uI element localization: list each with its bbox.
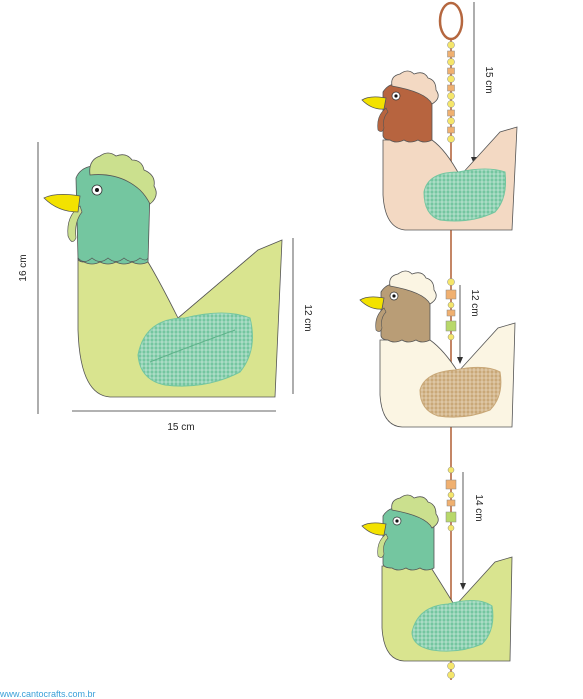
- hen-tan-icon: [359, 270, 516, 428]
- bead-string-middle: [445, 278, 457, 341]
- bead-string-top: [447, 41, 455, 143]
- footer-url: www.cantocrafts.com.br: [0, 689, 96, 699]
- hanging-ring-icon: [438, 1, 464, 41]
- mobile-top-label: 15 cm: [483, 66, 494, 93]
- large-width-label: 15 cm: [167, 422, 194, 433]
- hen-large-icon: [43, 152, 283, 398]
- hen-green-icon: [361, 494, 513, 662]
- bead-string-bottom: [445, 466, 457, 679]
- wing-pattern: [137, 312, 253, 387]
- mobile-middle-label: 12 cm: [469, 289, 480, 316]
- large-tail-label: 12 cm: [302, 304, 313, 331]
- large-height-label: 16 cm: [18, 254, 29, 281]
- hen-brown-icon: [361, 70, 518, 231]
- mobile-bottom-label: 14 cm: [473, 494, 484, 521]
